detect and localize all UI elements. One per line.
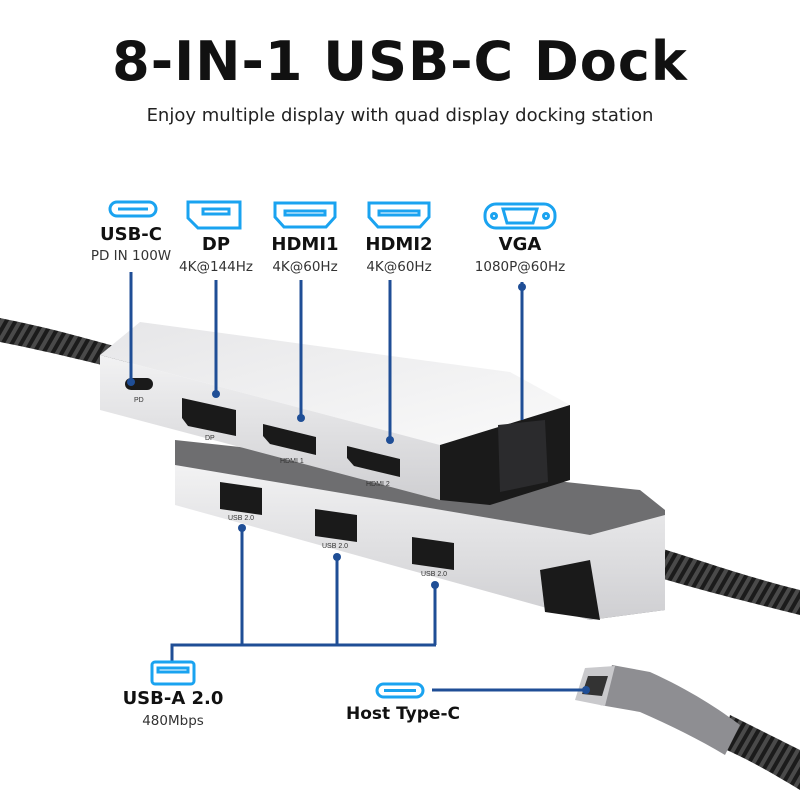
port-spec-hdmi2: 4K@60Hz — [366, 259, 432, 275]
host-usb-c-icon — [375, 682, 425, 699]
usb-a-icon — [150, 660, 196, 686]
port-spec-hdmi1: 4K@60Hz — [272, 259, 338, 275]
device-label-usb-3: USB 2.0 — [421, 571, 447, 578]
device-label-pd: PD — [134, 397, 144, 404]
device-label-usb-2: USB 2.0 — [322, 543, 348, 550]
device-label-hdmi2: HDMI 2 — [366, 481, 390, 488]
page-title: 8-IN-1 USB-C Dock — [112, 30, 688, 93]
device-label-dp: DP — [205, 435, 215, 442]
usb-c-icon — [108, 200, 158, 218]
vga-icon — [483, 202, 557, 230]
port-spec-vga: 1080P@60Hz — [474, 259, 566, 275]
host-type-c-label: Host Type-C — [346, 704, 460, 724]
left-cable — [0, 318, 130, 372]
port-name-vga: VGA — [498, 234, 542, 255]
port-name-hdmi1: HDMI1 — [271, 234, 339, 255]
port-spec-usb-c: PD IN 100W — [90, 248, 172, 264]
port-name-hdmi2: HDMI2 — [365, 234, 433, 255]
device-label-hdmi1: HDMI 1 — [280, 458, 304, 465]
hdmi2-icon — [367, 201, 431, 229]
host-cable — [650, 545, 800, 615]
displayport-icon — [186, 200, 242, 230]
port-name-usb-c: USB-C — [100, 224, 162, 245]
port-spec-dp: 4K@144Hz — [179, 259, 253, 275]
page-subtitle: Enjoy multiple display with quad display… — [146, 105, 654, 126]
usb-a-name: USB-A 2.0 — [122, 688, 224, 709]
device-label-usb-1: USB 2.0 — [228, 515, 254, 522]
usb-a-spec: 480Mbps — [142, 713, 204, 729]
port-name-dp: DP — [201, 234, 231, 255]
leader-lines — [129, 272, 586, 692]
hdmi1-icon — [273, 201, 337, 229]
host-type-c-plug — [575, 665, 740, 755]
